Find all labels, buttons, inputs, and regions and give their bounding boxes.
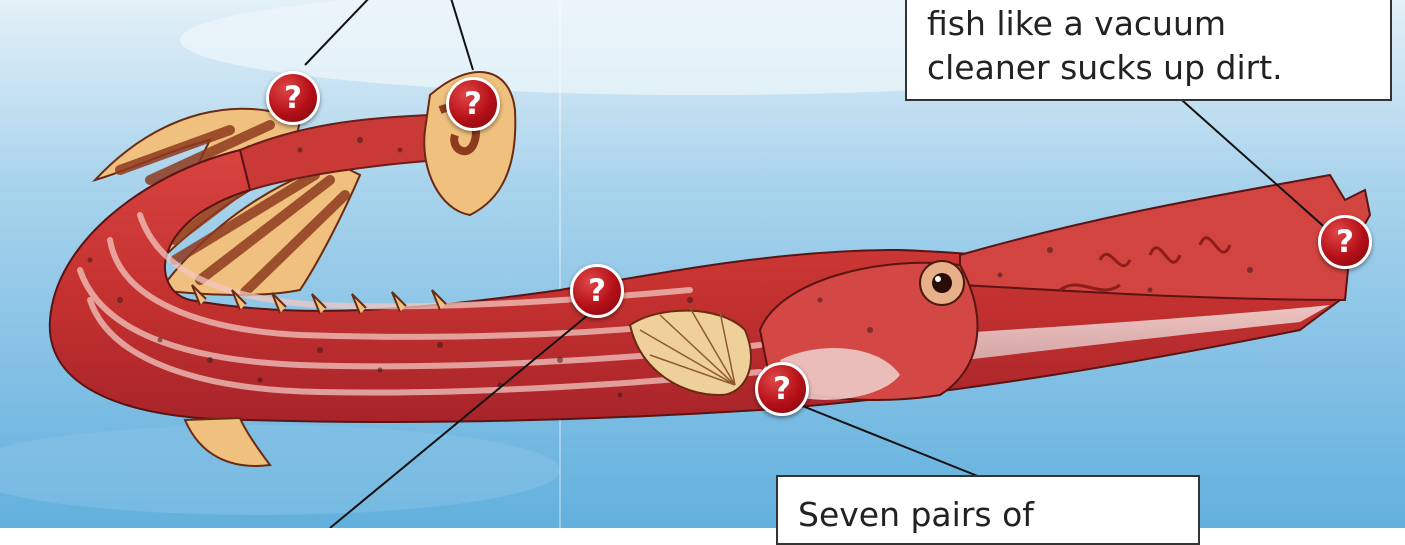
hotspot-pectoral-fin-question-icon[interactable]: ?: [570, 264, 624, 318]
hotspot-snout-question-icon[interactable]: ?: [1318, 215, 1372, 269]
callout-vacuum-description: fish like a vacuum cleaner sucks up dirt…: [905, 0, 1392, 101]
callout-text-line: cleaner sucks up dirt.: [927, 46, 1390, 90]
hotspot-gill-question-icon[interactable]: ?: [755, 362, 809, 416]
eye-glint: [935, 276, 941, 282]
callout-text-line: Seven pairs of: [798, 493, 1198, 537]
callout-text-line: fish like a vacuum: [927, 2, 1390, 46]
callout-spines-description: Seven pairs of: [776, 475, 1200, 545]
hotspot-tail-question-icon[interactable]: ?: [446, 77, 500, 131]
fish-pupil: [932, 273, 952, 293]
hotspot-upper-fin-question-icon[interactable]: ?: [266, 71, 320, 125]
